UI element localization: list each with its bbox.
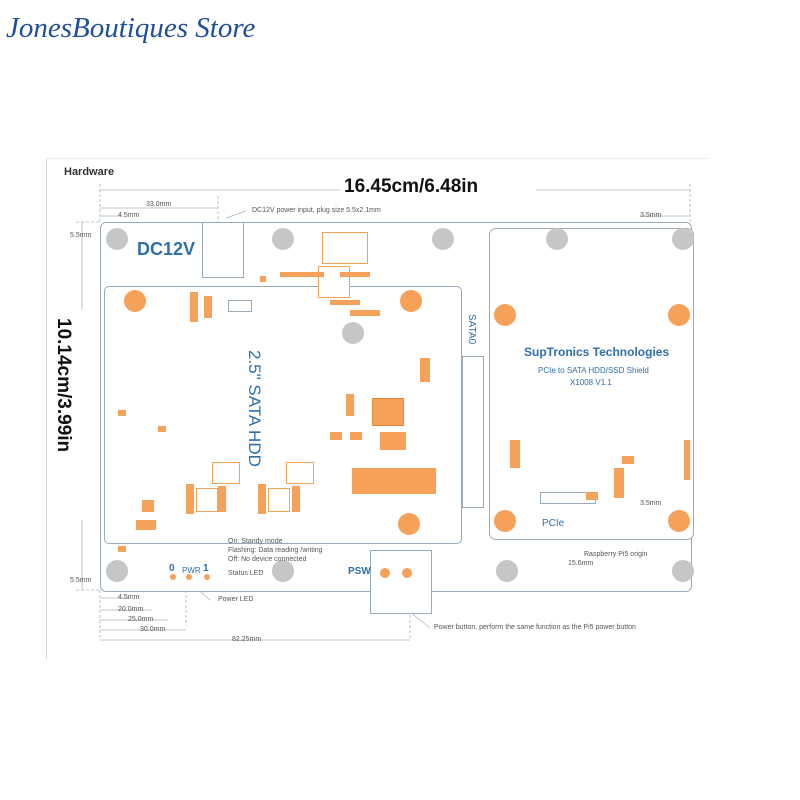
sata-controller-ic — [372, 398, 404, 426]
diagram-frame — [46, 158, 709, 659]
mount-hole — [672, 560, 694, 582]
button-pad — [380, 568, 390, 578]
mount-hole — [106, 228, 128, 250]
regulator — [268, 488, 290, 512]
orange-pad — [400, 290, 422, 312]
small-ic — [228, 300, 252, 312]
dim-33mm: 33.0mm — [146, 201, 172, 208]
mount-hole — [272, 560, 294, 582]
status-led-1 — [204, 574, 210, 580]
orange-pad — [494, 510, 516, 532]
led-pwr-label: PWR — [182, 566, 201, 575]
dim-3-5mm-right: 3.5mm — [640, 500, 662, 507]
orange-pad — [668, 304, 690, 326]
dim-4-5mm-bottom: 4.5mm — [118, 594, 140, 601]
orange-pad — [494, 304, 516, 326]
width-dimension: 16.45cm/6.48in — [344, 176, 479, 197]
dc-input-note: DC12V power input, plug size 5.5x2.1mm — [252, 207, 381, 214]
dim-30mm: 30.0mm — [140, 626, 166, 633]
mount-hole — [106, 560, 128, 582]
inductor — [212, 462, 240, 484]
power-led-note: Power LED — [218, 596, 254, 603]
status-led-note: Status LED — [228, 570, 264, 577]
mount-hole — [342, 322, 364, 344]
regulator — [196, 488, 218, 512]
mount-hole — [672, 228, 694, 250]
led-1-label: 1 — [203, 563, 209, 574]
store-name: JonesBoutiques Store — [6, 12, 256, 44]
dim-3-5mm-top: 3.5mm — [640, 212, 662, 219]
power-led — [186, 574, 192, 580]
dim-25mm: 25.0mm — [128, 616, 154, 623]
brand-label: SupTronics Technologies — [524, 345, 670, 359]
dc12v-label: DC12V — [137, 239, 196, 259]
sata-hdd-label: 2.5" SATA HDD — [245, 350, 264, 467]
pcie-label: PCIe — [542, 518, 565, 529]
dim-5-5mm-bottom: 5.5mm — [70, 577, 92, 584]
orange-pad — [398, 513, 420, 535]
mount-hole — [496, 560, 518, 582]
dc-jack — [202, 222, 244, 278]
mount-hole — [432, 228, 454, 250]
led-0-label: 0 — [169, 563, 175, 574]
power-button-note: Power button, perform the same function … — [434, 624, 636, 631]
pi5-origin-note: Raspberry Pi5 origin — [584, 551, 648, 558]
power-button — [370, 550, 432, 614]
status-off-note: Off: No device connected — [228, 556, 307, 563]
dim-15-6mm: 15.6mm — [568, 560, 594, 567]
dim-20mm: 20.0mm — [118, 606, 144, 613]
status-flash-note: Flashing: Data reading /writing — [228, 547, 323, 554]
dim-82-25mm: 82.25mm — [232, 636, 262, 643]
mount-hole — [272, 228, 294, 250]
orange-pad — [124, 290, 146, 312]
model-label: X1008 V1.1 — [570, 378, 612, 387]
status-on-note: On: Standy mode — [228, 538, 283, 545]
orange-pad — [668, 510, 690, 532]
section-title: Hardware — [64, 166, 115, 178]
inductor — [286, 462, 314, 484]
psw-label: PSW — [348, 566, 371, 577]
button-pad — [402, 568, 412, 578]
sata0-connector — [462, 356, 484, 508]
controller-chip — [318, 266, 350, 298]
status-led-0 — [170, 574, 176, 580]
subtitle-label: PCIe to SATA HDD/SSD Shield — [538, 366, 649, 375]
dim-5-5mm-top: 5.5mm — [70, 232, 92, 239]
shield-outline — [489, 228, 694, 540]
dim-4-5mm-top: 4.5mm — [118, 212, 140, 219]
inductor — [322, 232, 368, 264]
sata0-label: SATA0 — [466, 314, 477, 345]
mount-hole — [546, 228, 568, 250]
